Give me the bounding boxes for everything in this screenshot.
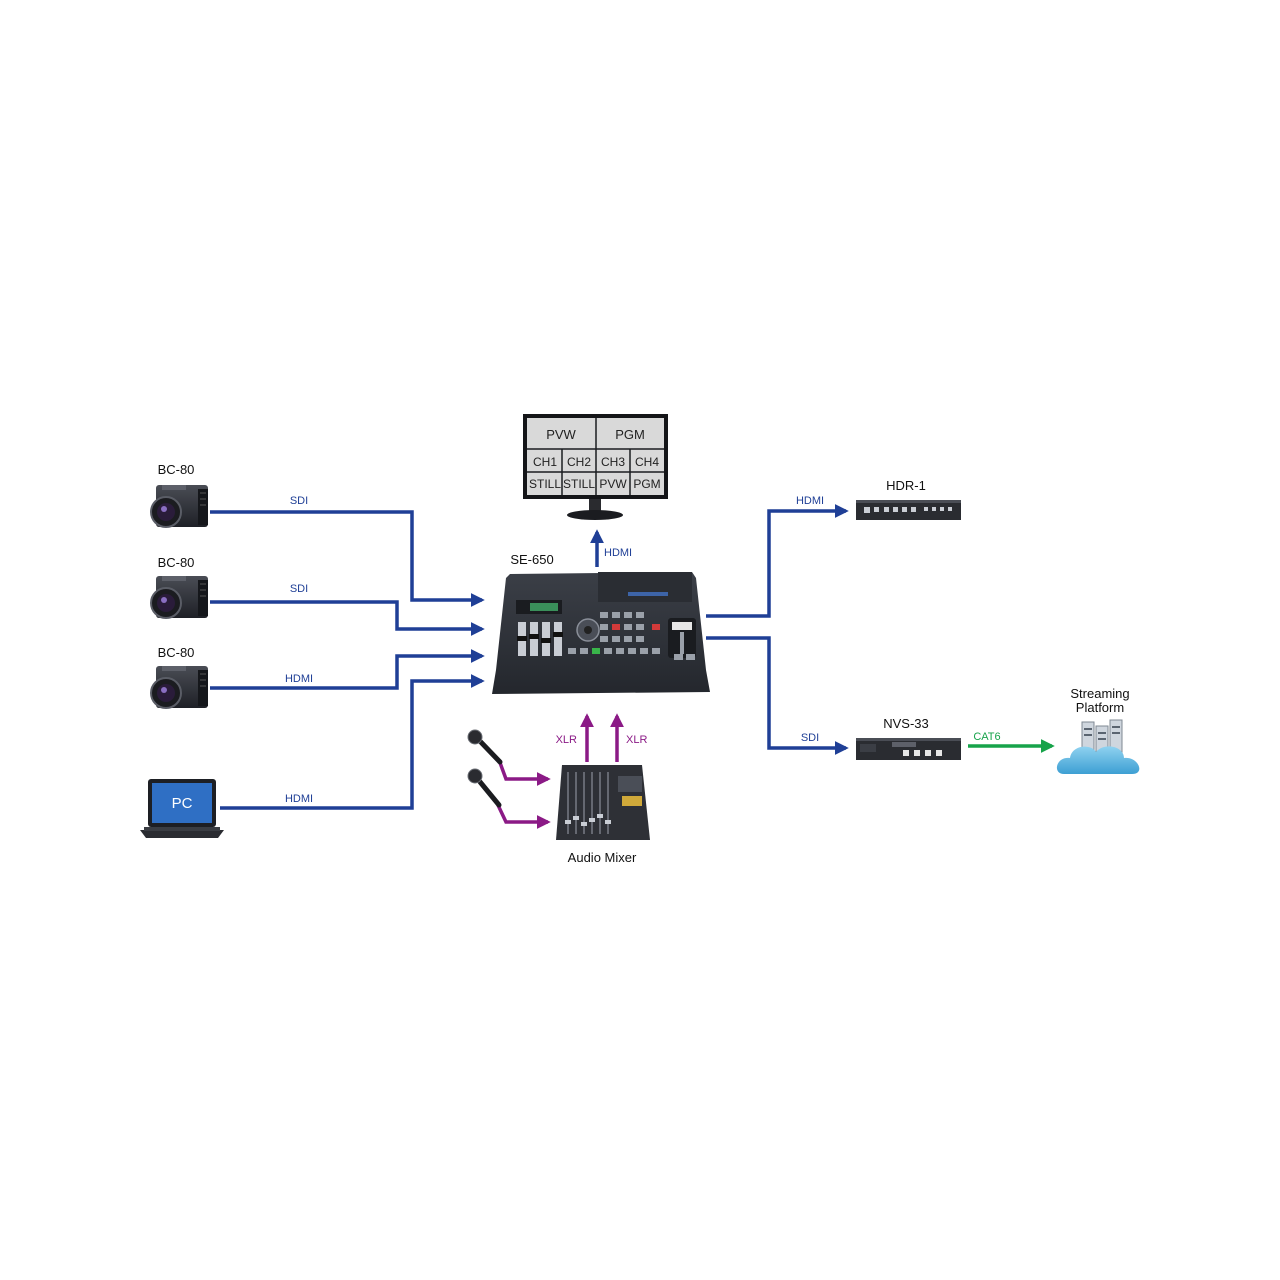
multiview-still-2: STILL (563, 477, 595, 491)
multiview-ch4: CH4 (635, 455, 659, 469)
camera-1-label: BC-80 (158, 462, 195, 477)
label-cam3-connection: HDMI (285, 673, 313, 685)
multiview-ch3: CH3 (601, 455, 625, 469)
microphone-icon (467, 729, 503, 765)
label-pc-connection: HDMI (285, 793, 313, 805)
camera-3 (150, 666, 208, 709)
multiview-layout: PVW PGM CH1 CH2 CH3 CH4 STILL STILL PVW … (529, 427, 661, 491)
multiview-pgm-small: PGM (633, 477, 660, 491)
laptop-icon (140, 779, 224, 838)
camera-icon (150, 666, 208, 709)
recorder-icon (856, 500, 961, 520)
multiview-pgm: PGM (615, 427, 645, 442)
label-encoder-connection: SDI (801, 732, 819, 744)
wire-recorder (706, 504, 849, 618)
wire-pc (220, 674, 485, 810)
video-wires (210, 504, 849, 810)
cloud-server-icon (1056, 719, 1140, 774)
streaming-label-line2: Platform (1076, 700, 1124, 715)
encoder-label: NVS-33 (883, 716, 929, 731)
label-xlr-right: XLR (626, 734, 647, 746)
multiview-pvw-small: PVW (599, 477, 627, 491)
label-monitor-connection: HDMI (604, 547, 632, 559)
camera-2 (150, 576, 208, 619)
pc-label: PC (172, 795, 193, 812)
wire-mic2 (495, 802, 551, 829)
label-stream-connection: CAT6 (973, 731, 1000, 743)
wire-mic1 (497, 759, 551, 786)
wire-cam1 (210, 510, 485, 607)
wire-encoder (706, 636, 849, 755)
mixer-icon (556, 765, 650, 840)
label-recorder-connection: HDMI (796, 495, 824, 507)
wire-labels: SDI SDI HDMI HDMI HDMI HDMI SDI CAT6 XLR… (285, 495, 1001, 805)
multiview-still-1: STILL (529, 477, 561, 491)
streaming-label-line1: Streaming (1070, 686, 1129, 701)
switcher-icon (492, 572, 710, 694)
multiview-ch1: CH1 (533, 455, 557, 469)
multiview-pvw: PVW (546, 427, 576, 442)
camera-icon (150, 485, 208, 528)
camera-icon (150, 576, 208, 619)
label-xlr-left: XLR (556, 734, 577, 746)
camera-1 (150, 485, 208, 528)
wire-cam3 (210, 649, 485, 690)
audio-wires (495, 713, 624, 829)
microphone-icon (467, 768, 502, 808)
encoder-icon (856, 738, 961, 760)
mixer-label: Audio Mixer (568, 850, 637, 865)
label-cam2-connection: SDI (290, 583, 308, 595)
monitor-icon (523, 414, 668, 520)
wire-cam2 (210, 600, 485, 636)
multiview-ch2: CH2 (567, 455, 591, 469)
recorder-label: HDR-1 (886, 478, 926, 493)
switcher-label: SE-650 (510, 552, 553, 567)
label-cam1-connection: SDI (290, 495, 308, 507)
camera-2-label: BC-80 (158, 555, 195, 570)
camera-3-label: BC-80 (158, 645, 195, 660)
